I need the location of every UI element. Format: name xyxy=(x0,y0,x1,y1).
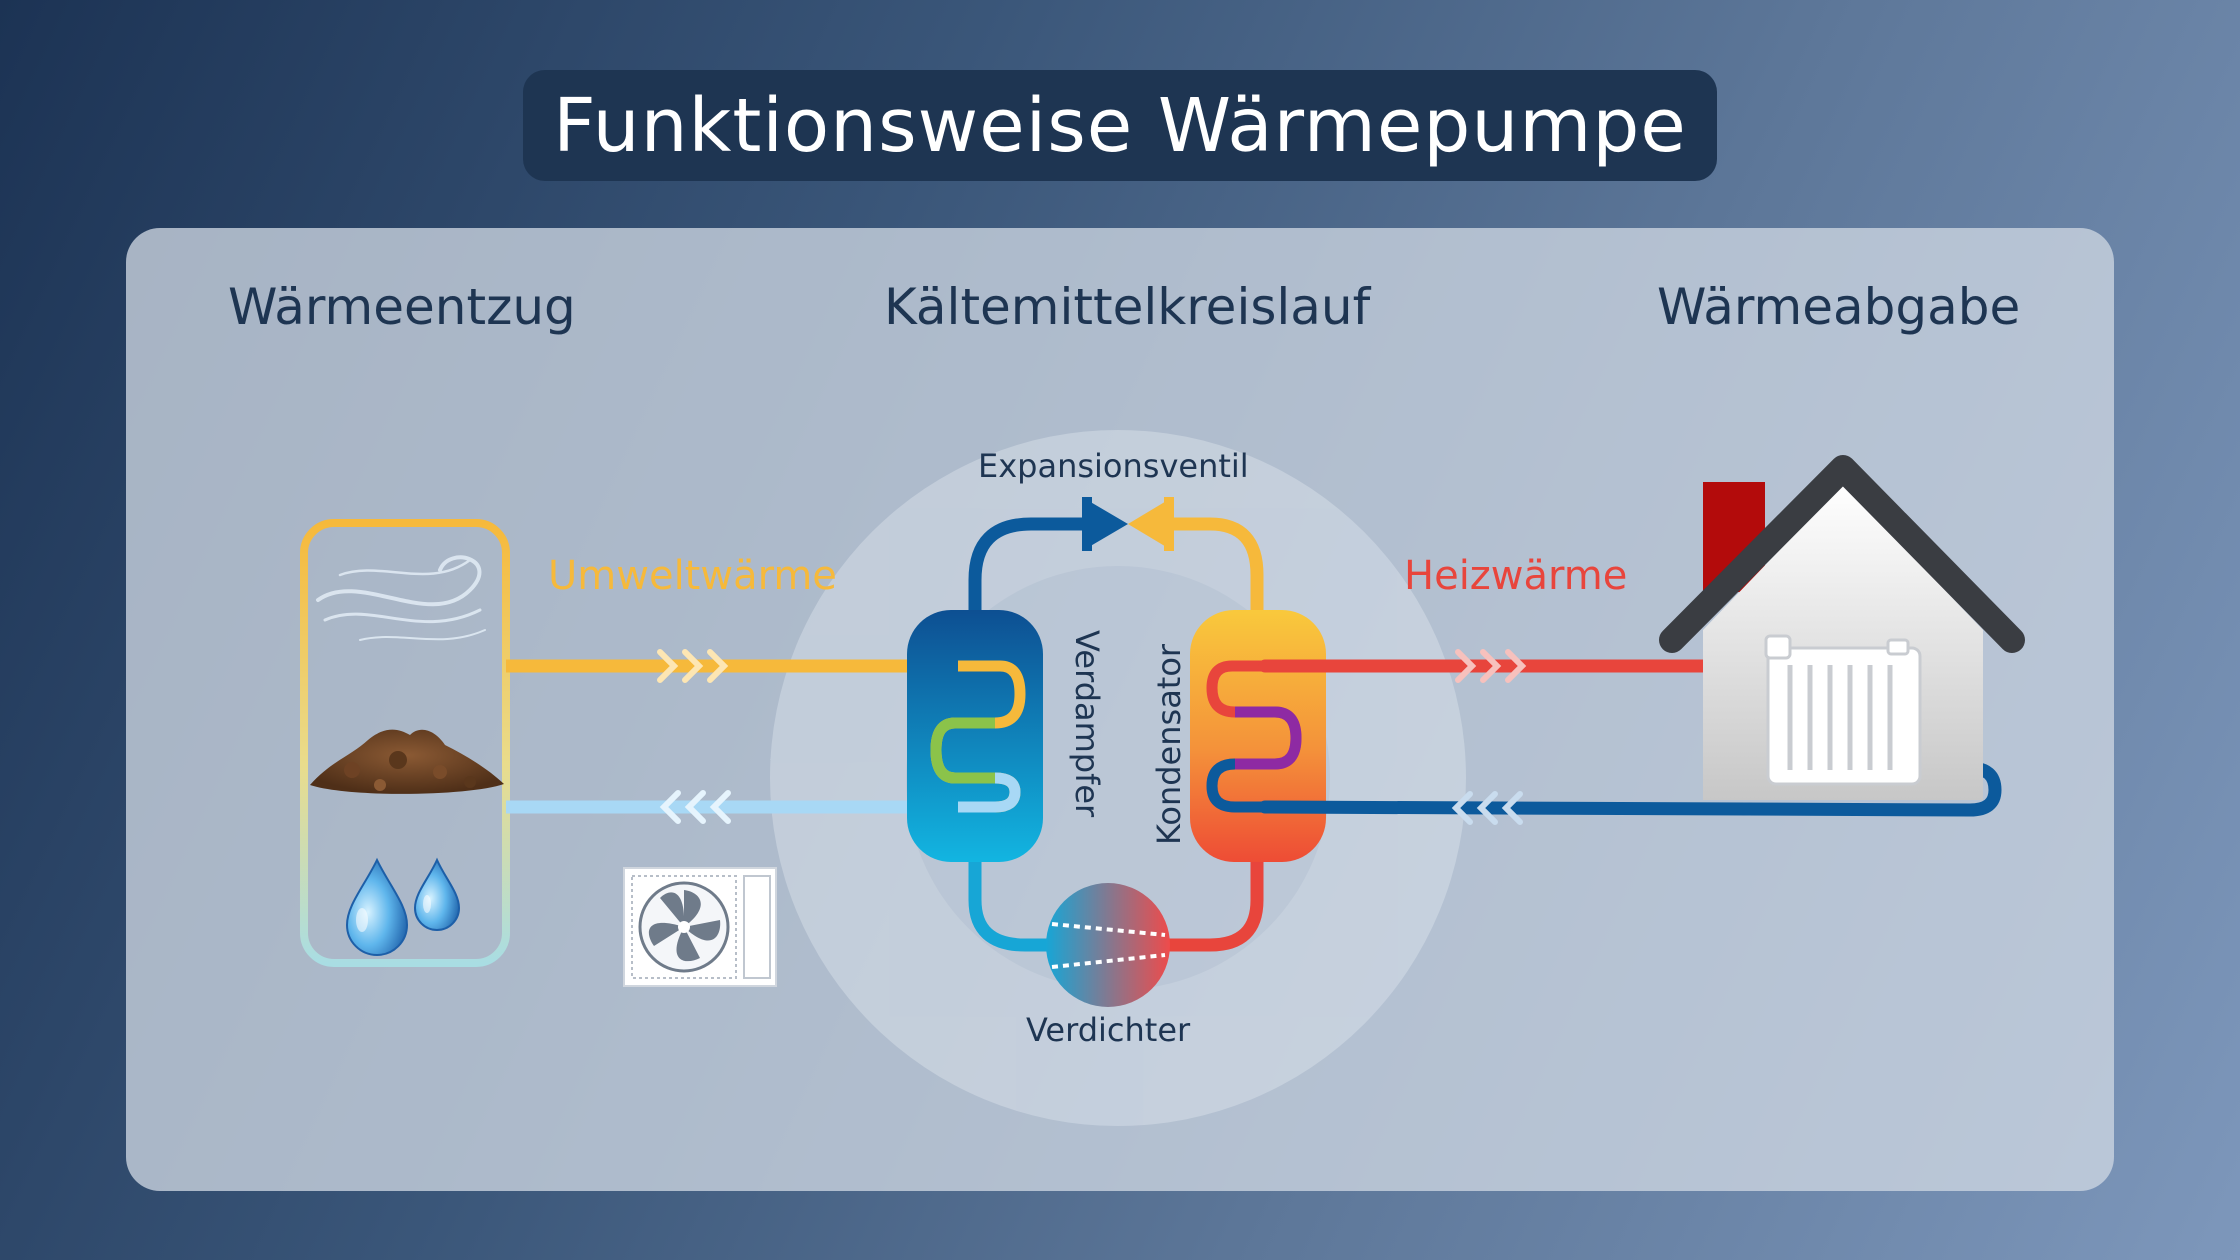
wind-icon xyxy=(316,555,486,641)
label-umweltwaerme: Umweltwärme xyxy=(548,553,837,599)
house-icon xyxy=(1659,455,2025,800)
source-pipes xyxy=(506,649,958,824)
title-box: Funktionsweise Wärmepumpe xyxy=(523,70,1717,181)
section-label-waermeentzug: Wärmeentzug xyxy=(228,278,576,336)
outdoor-unit-fan-icon xyxy=(623,867,777,987)
label-expansionsventil: Expansionsventil xyxy=(978,447,1249,485)
label-kondensator: Kondensator xyxy=(1150,643,1188,845)
evaporator xyxy=(907,610,1043,862)
compressor-icon xyxy=(1046,883,1170,1007)
section-label-waermeabgabe: Wärmeabgabe xyxy=(1657,278,2021,336)
section-label-kaeltemittelkreislauf: Kältemittelkreislauf xyxy=(884,278,1371,336)
left-source-loop xyxy=(300,519,510,967)
label-heizwaerme: Heizwärme xyxy=(1404,553,1628,599)
soil-icon xyxy=(310,729,504,794)
label-verdampfer: Verdampfer xyxy=(1068,630,1106,818)
refrigerant-circuit xyxy=(907,497,1326,1007)
page-title: Funktionsweise Wärmepumpe xyxy=(553,82,1687,169)
expansion-valve-icon xyxy=(1082,497,1174,551)
label-verdichter: Verdichter xyxy=(1026,1011,1191,1049)
radiator-icon xyxy=(1764,634,1922,786)
water-drops-icon xyxy=(345,857,461,956)
condenser xyxy=(1190,610,1326,862)
